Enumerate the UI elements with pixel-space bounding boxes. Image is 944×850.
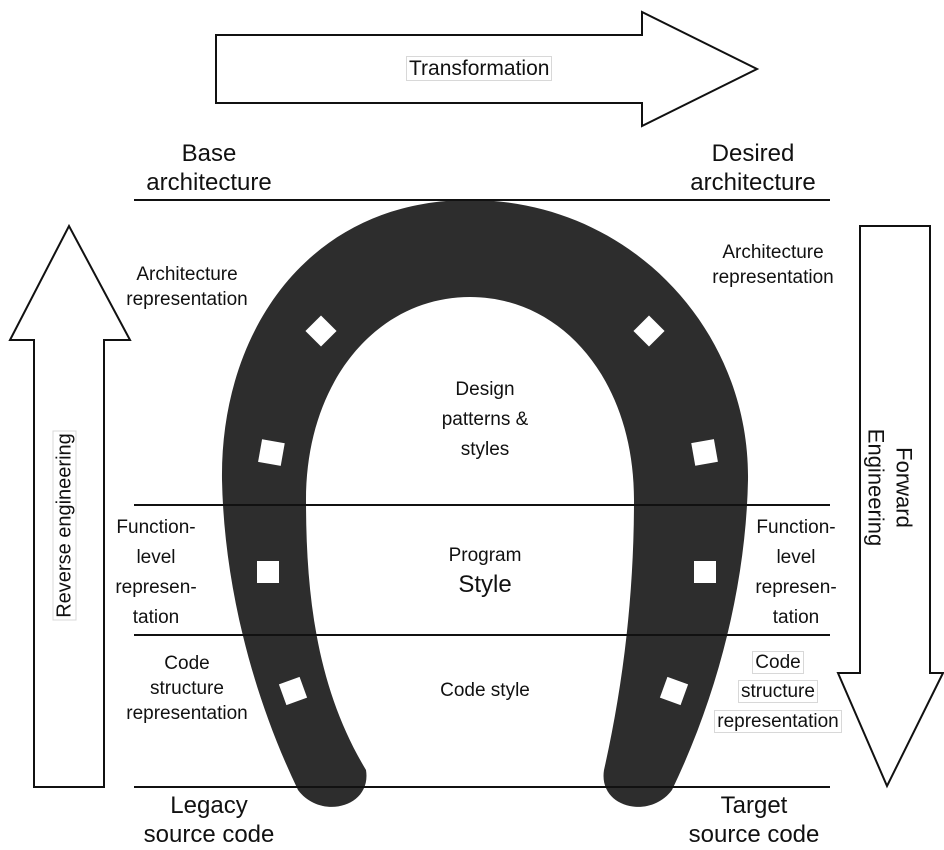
- program-style-label: Program Style: [420, 544, 550, 600]
- horseshoe-shape: [221, 200, 749, 807]
- target-source-code-title: Target source code: [688, 792, 820, 848]
- right-code-line-2: structure: [738, 680, 818, 704]
- nail-hole: [691, 439, 718, 466]
- right-code-line-3: representation: [714, 709, 842, 733]
- nail-hole: [305, 315, 337, 347]
- right-architecture-representation: Architecture representation: [712, 242, 834, 289]
- forward-engineering-arrow: [836, 225, 944, 789]
- reverse-engineering-text: Reverse engineering: [52, 430, 77, 621]
- reverse-engineering-label: Reverse engineering: [52, 426, 78, 626]
- nail-hole: [257, 561, 279, 583]
- transformation-label: Transformation: [406, 56, 553, 82]
- left-function-representation: Function- level represen- tation: [115, 517, 197, 629]
- design-patterns-label: Design patterns & styles: [441, 379, 529, 461]
- nail-hole: [278, 676, 308, 706]
- forward-engineering-label: Forward Engineering: [863, 388, 918, 588]
- right-code-line-1: Code: [752, 651, 804, 674]
- nail-hole: [633, 315, 665, 347]
- base-architecture-title: Base architecture: [146, 140, 272, 196]
- nail-holes: [257, 315, 718, 706]
- legacy-source-code-title: Legacy source code: [143, 792, 275, 848]
- left-architecture-representation: Architecture representation: [126, 264, 248, 311]
- nail-hole: [258, 439, 285, 466]
- forward-engineering-text: Forward Engineering: [864, 428, 917, 547]
- program-text: Program: [448, 545, 522, 566]
- style-text: Style: [458, 570, 512, 598]
- left-code-structure-representation: Code structure representation: [126, 653, 248, 725]
- right-function-representation: Function- level represen- tation: [755, 517, 837, 629]
- transformation-text: Transformation: [406, 56, 553, 81]
- nail-hole: [694, 561, 716, 583]
- right-code-structure-representation: Code structure representation: [700, 648, 856, 736]
- nail-hole: [659, 676, 689, 706]
- code-style-label: Code style: [440, 680, 530, 701]
- desired-architecture-title: Desired architecture: [690, 140, 816, 196]
